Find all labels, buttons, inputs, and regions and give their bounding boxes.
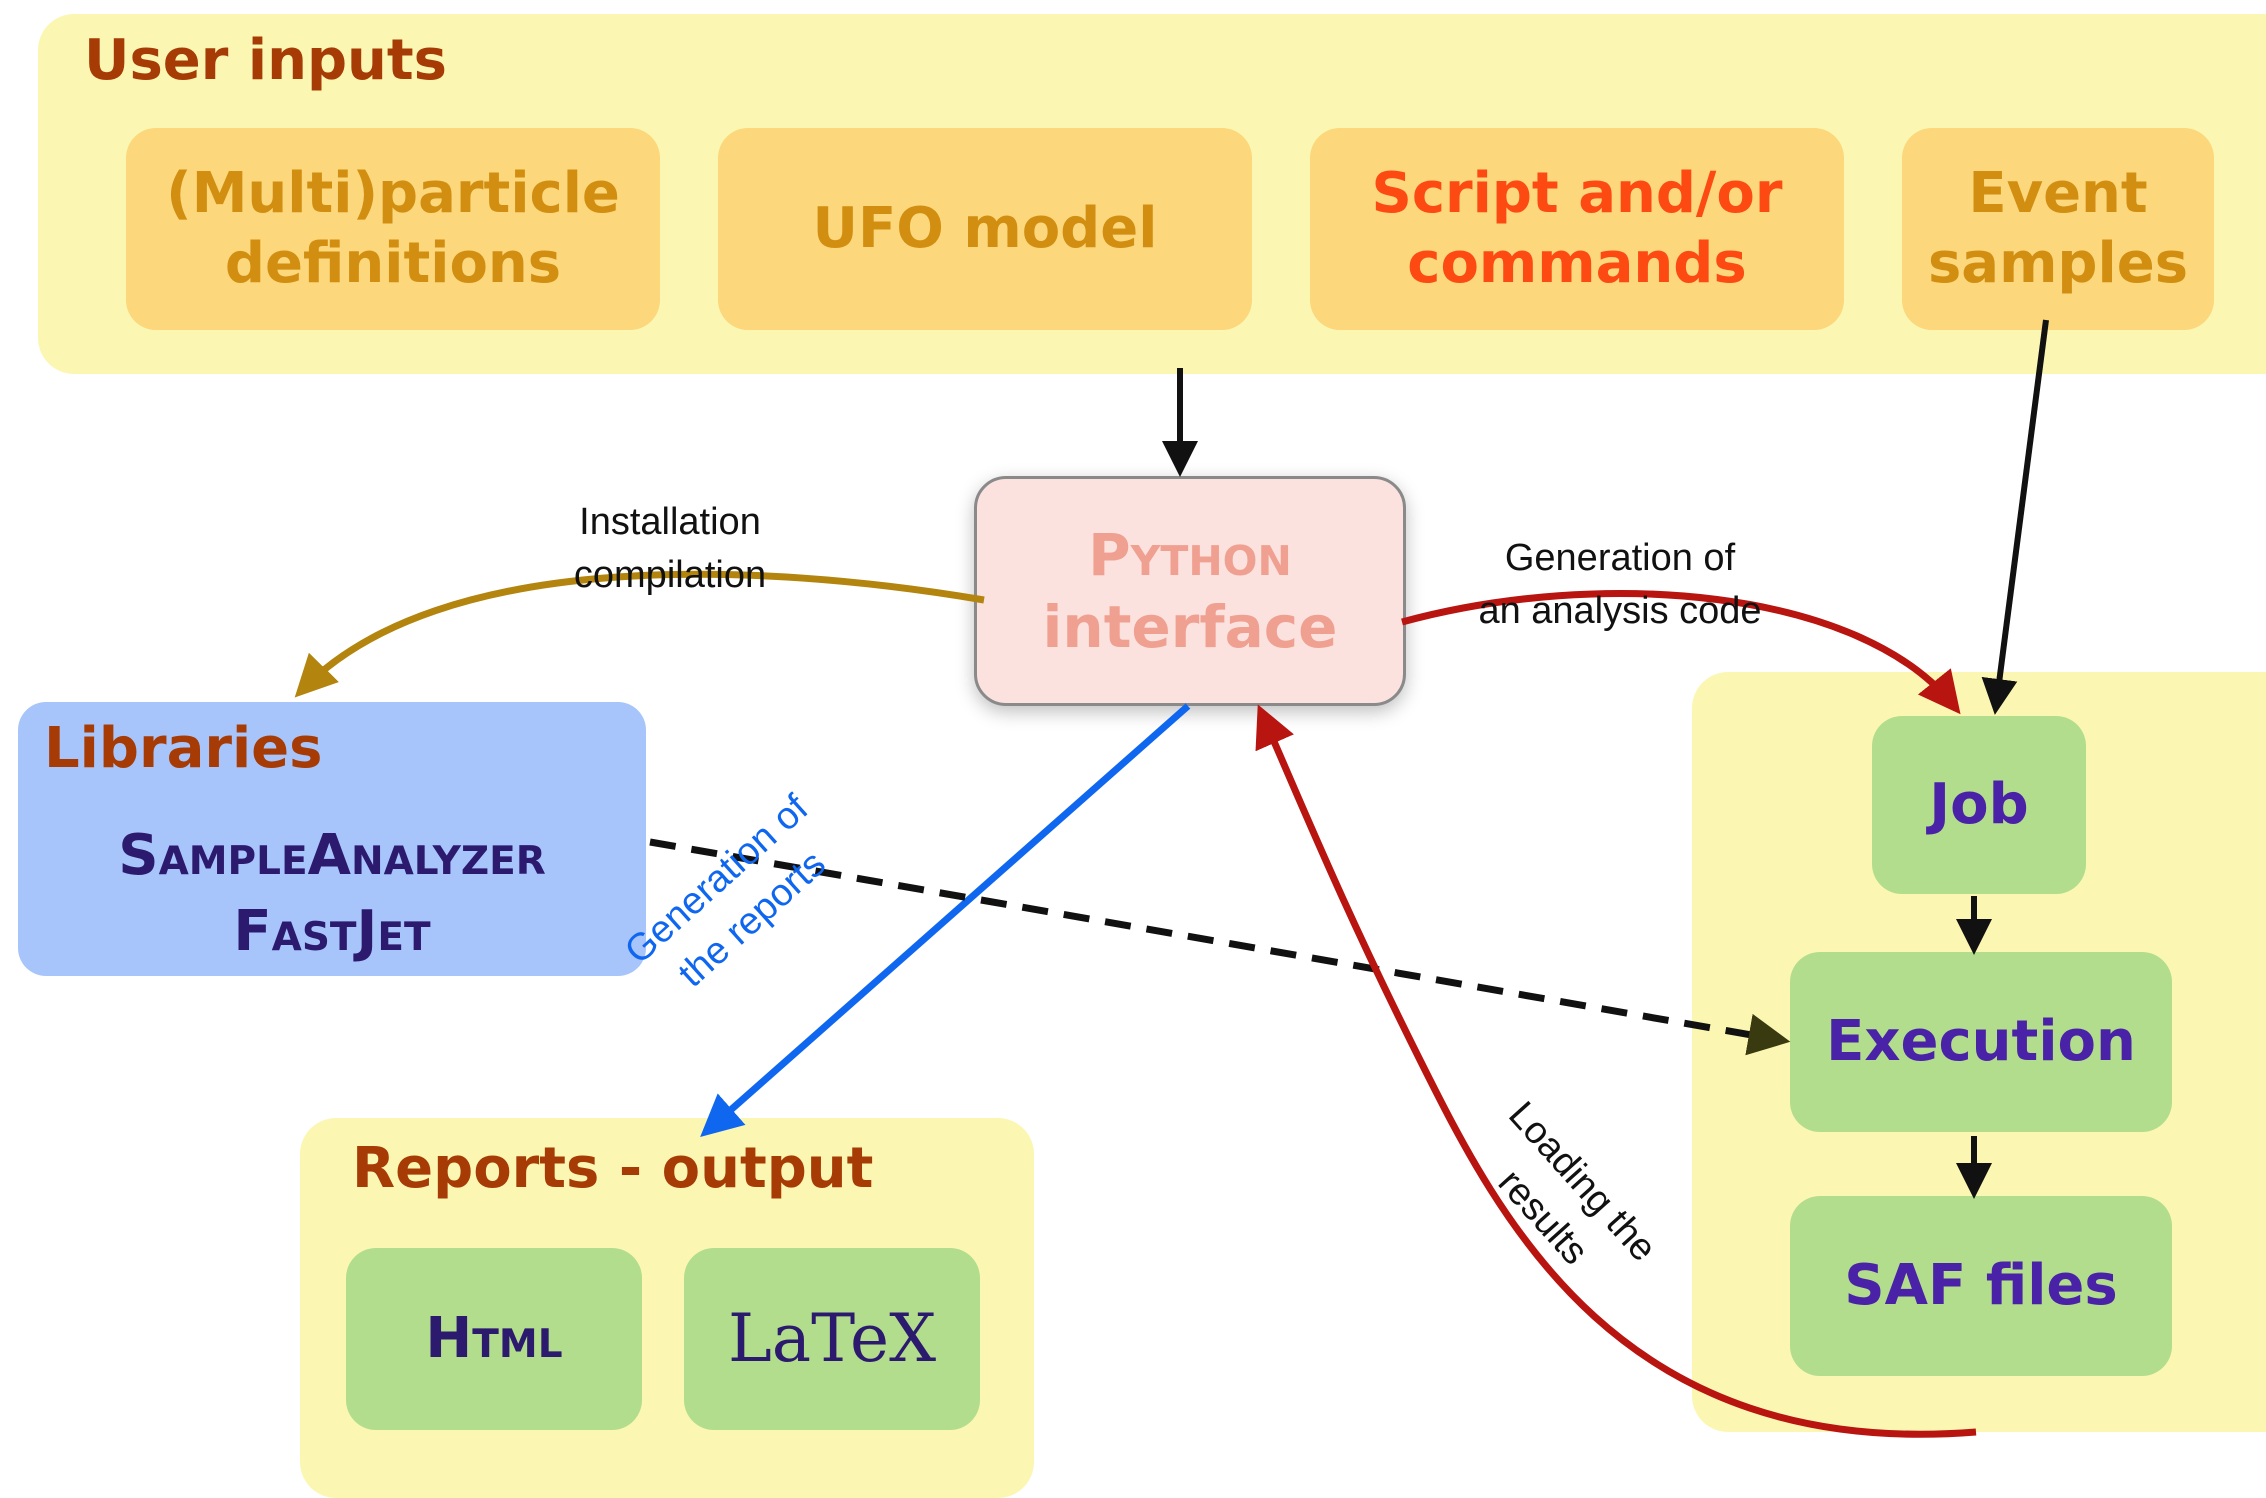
arrow-python-to-job bbox=[1401, 590, 1961, 715]
installation-line2: compilation bbox=[573, 554, 767, 597]
job-box: Job bbox=[1872, 716, 2086, 894]
script-commands-box: Script and/or commands bbox=[1310, 128, 1844, 330]
latex-label: LaTeX bbox=[727, 1299, 937, 1377]
arrow-events-to-job bbox=[1981, 319, 2049, 715]
generation-code-label: Generation of an analysis code bbox=[1450, 532, 1790, 638]
arrow-python-to-reports bbox=[700, 703, 1191, 1137]
fastjet-label: FastJet bbox=[233, 899, 431, 964]
generation-code-line1: Generation of bbox=[1504, 537, 1736, 579]
arrow-python-to-libraries bbox=[294, 570, 985, 698]
python-line2: interface bbox=[1042, 593, 1338, 661]
latex-box: LaTeX bbox=[684, 1248, 980, 1430]
event-line2: samples bbox=[1927, 231, 2189, 296]
execution-box: Execution bbox=[1790, 952, 2172, 1132]
arrow-libraries-to-execution bbox=[649, 838, 1791, 1056]
multiparticle-line2: definitions bbox=[224, 231, 562, 296]
arrow-saf-to-python bbox=[1255, 704, 1977, 1438]
python-interface-box: Python interface bbox=[974, 476, 1406, 706]
python-line1: Python bbox=[1088, 520, 1292, 589]
execution-label: Execution bbox=[1826, 1009, 2136, 1074]
script-line1: Script and/or bbox=[1371, 161, 1783, 226]
saf-files-label: SAF files bbox=[1844, 1253, 2118, 1318]
job-label: Job bbox=[1929, 772, 2029, 837]
multiparticle-definitions-box: (Multi)particle definitions bbox=[126, 128, 660, 330]
ufo-model-box: UFO model bbox=[718, 128, 1252, 330]
html-label: Html bbox=[425, 1306, 563, 1371]
event-samples-box: Event samples bbox=[1902, 128, 2214, 330]
event-line1: Event bbox=[1968, 161, 2148, 226]
html-box: Html bbox=[346, 1248, 642, 1430]
saf-files-box: SAF files bbox=[1790, 1196, 2172, 1376]
sampleanalyzer-label: SampleAnalyzer bbox=[118, 823, 546, 888]
installation-line1: Installation bbox=[579, 501, 761, 543]
generation-code-line2: an analysis code bbox=[1478, 590, 1762, 633]
libraries-box bbox=[18, 702, 646, 976]
libraries-title: Libraries bbox=[44, 716, 323, 781]
multiparticle-line1: (Multi)particle bbox=[166, 161, 620, 226]
installation-label: Installation compilation bbox=[520, 496, 820, 602]
ufo-model-label: UFO model bbox=[812, 196, 1158, 261]
reports-title: Reports - output bbox=[352, 1136, 874, 1201]
user-inputs-title: User inputs bbox=[84, 28, 448, 93]
script-line2: commands bbox=[1407, 231, 1747, 296]
